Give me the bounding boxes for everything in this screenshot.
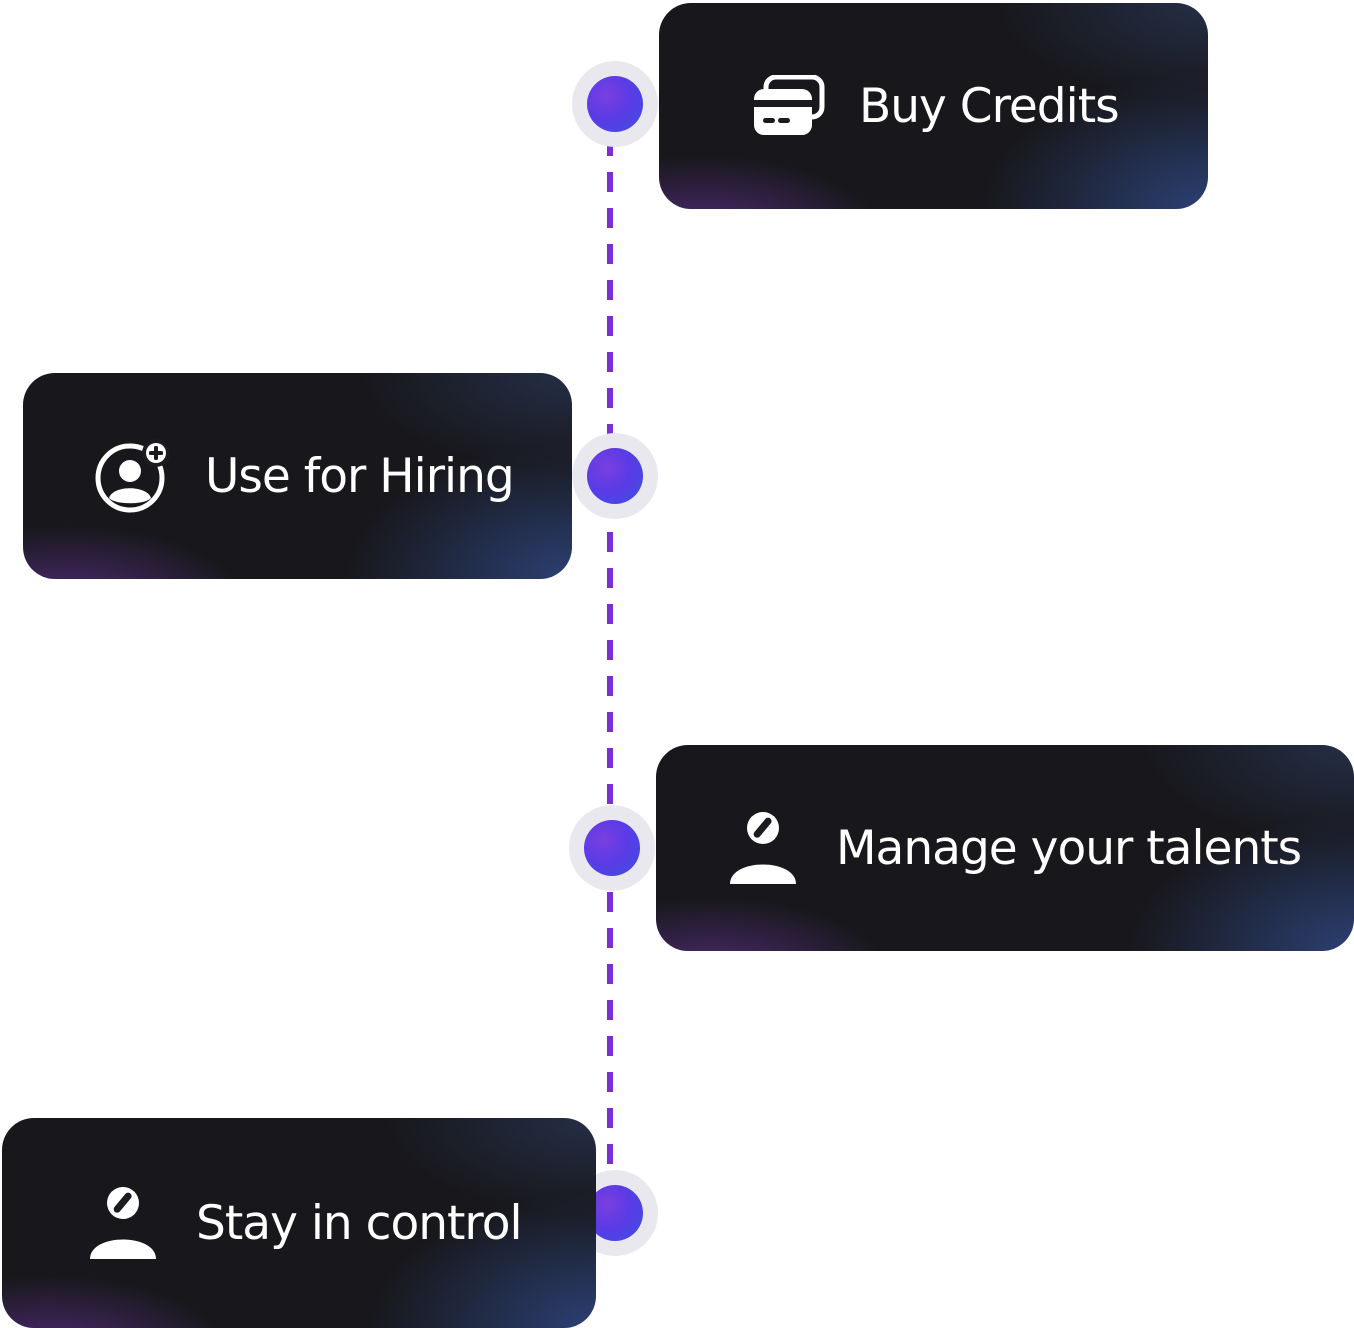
timeline-dot xyxy=(587,1185,643,1241)
timeline-connector xyxy=(607,100,613,1215)
step-card-manage-your-talents: Manage your talents xyxy=(656,745,1354,951)
step-card-use-for-hiring: Use for Hiring xyxy=(23,373,572,579)
step-card-buy-credits: Buy Credits xyxy=(659,3,1208,209)
timeline-node-2 xyxy=(572,433,658,519)
step-label: Stay in control xyxy=(196,1195,523,1251)
credit-card-icon xyxy=(751,75,827,137)
timeline-dot xyxy=(584,820,640,876)
user-add-icon xyxy=(95,438,171,514)
user-edit-icon xyxy=(730,812,796,884)
step-label: Use for Hiring xyxy=(205,448,515,504)
timeline-node-1 xyxy=(572,61,658,147)
step-label: Buy Credits xyxy=(859,78,1120,134)
step-label: Manage your talents xyxy=(836,820,1302,876)
user-edit-icon xyxy=(90,1187,156,1259)
timeline-dot xyxy=(587,448,643,504)
timeline-dot xyxy=(587,76,643,132)
timeline-node-3 xyxy=(569,805,655,891)
step-card-stay-in-control: Stay in control xyxy=(2,1118,596,1328)
